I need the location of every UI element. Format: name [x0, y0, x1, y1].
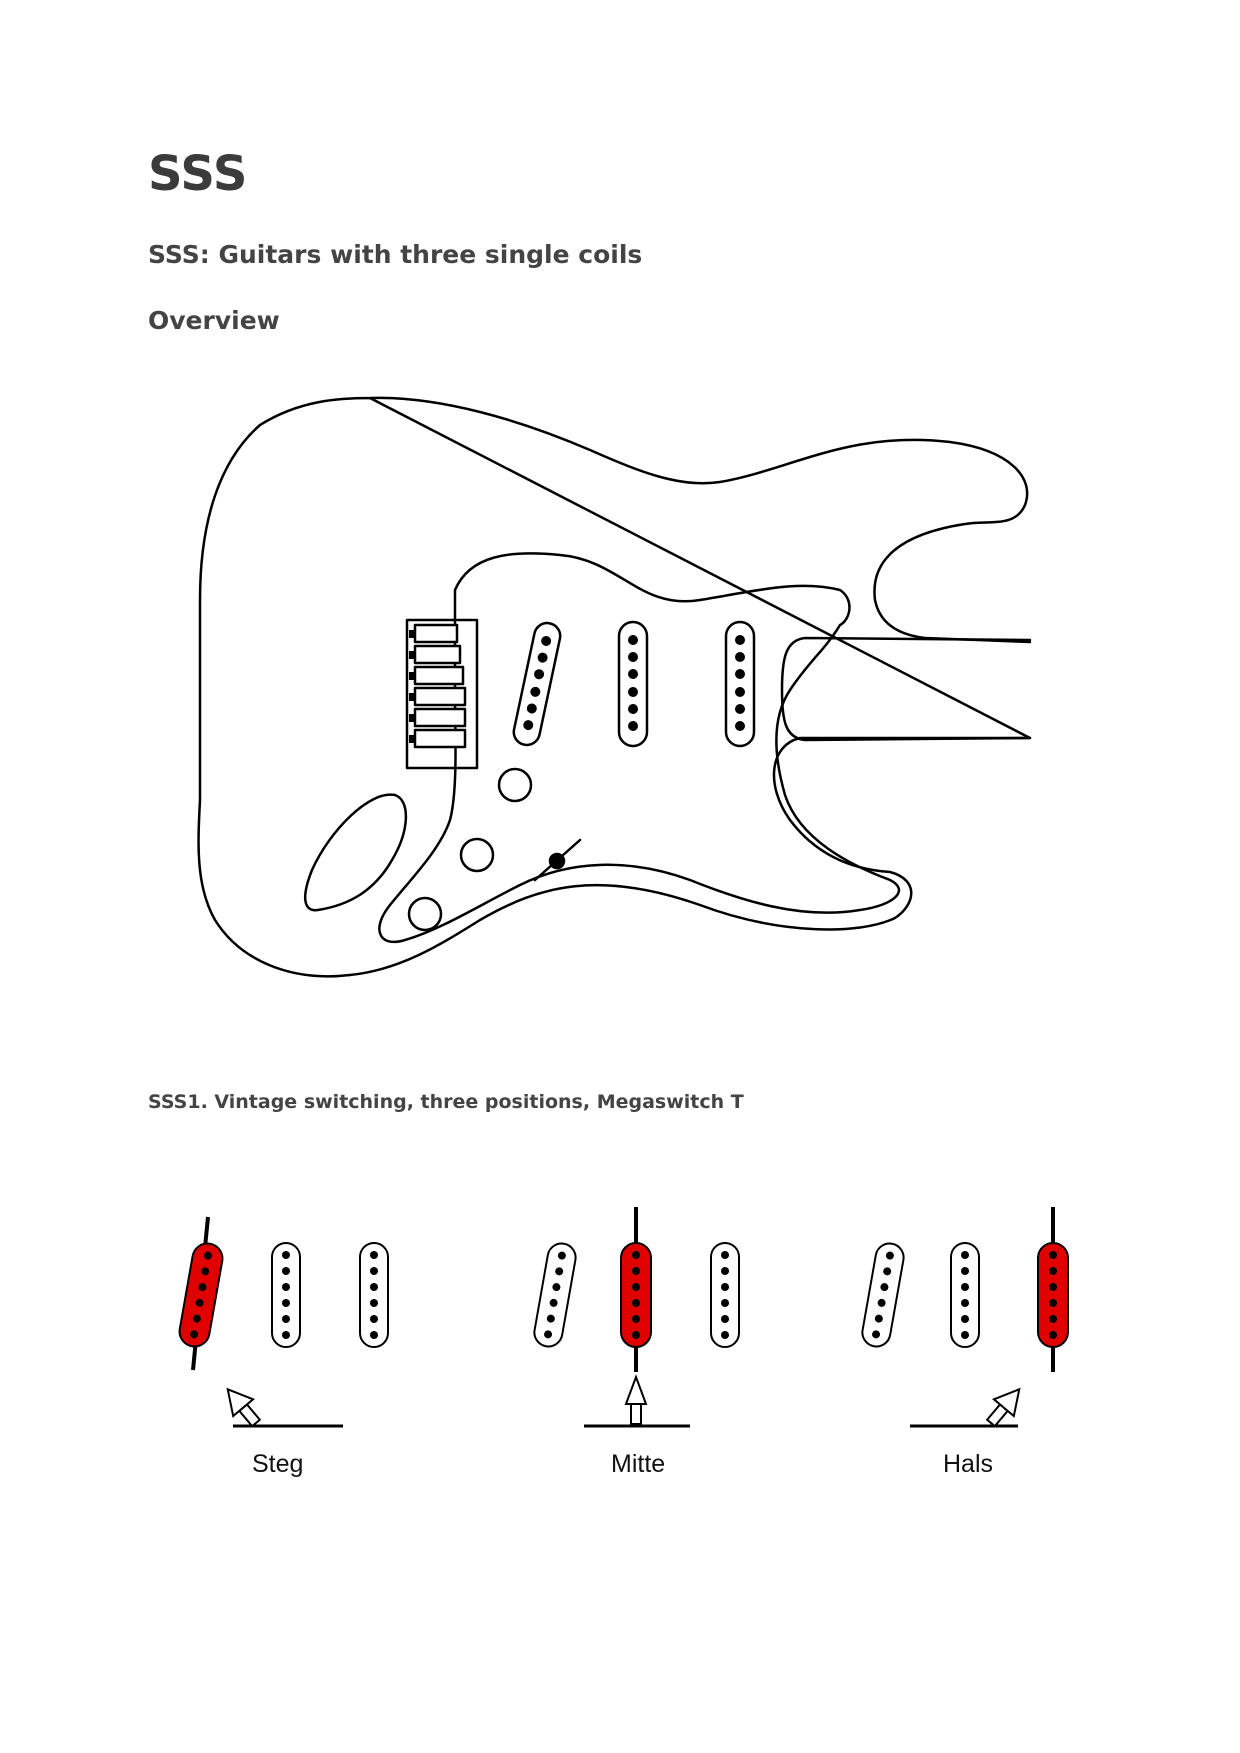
- hals-bridge-pickup: [861, 1242, 905, 1348]
- mitte-label: Mitte: [611, 1450, 665, 1478]
- bridge-pickup: [512, 621, 562, 747]
- position-mitte: Mitte: [533, 1207, 740, 1478]
- page-title: SSS: [148, 146, 248, 202]
- hals-lever-icon: [985, 1387, 1021, 1428]
- hals-middle-pickup: [950, 1242, 980, 1348]
- mitte-lever-icon: [624, 1374, 648, 1425]
- middle-pickup: [617, 620, 649, 748]
- neck-pickup: [724, 620, 756, 748]
- guitar-neck: [780, 636, 1032, 742]
- contour-cutout: [303, 793, 408, 912]
- hals-neck-pickup-active: [1037, 1242, 1069, 1348]
- tone-knob-icon: [459, 837, 495, 873]
- pickguard: [378, 552, 901, 943]
- position-hals: Hals: [861, 1207, 1069, 1478]
- steg-bridge-pickup-active: [178, 1242, 224, 1348]
- overview-heading: Overview: [148, 306, 280, 335]
- mitte-bridge-pickup: [533, 1242, 577, 1348]
- bridge-plate: [405, 618, 479, 770]
- switch-positions-diagram: Steg Mitte: [178, 1207, 1069, 1478]
- mitte-middle-pickup-active: [620, 1242, 652, 1348]
- steg-middle-pickup: [271, 1242, 301, 1348]
- steg-label: Steg: [252, 1450, 303, 1478]
- position-steg: Steg: [178, 1216, 389, 1478]
- hals-label: Hals: [943, 1450, 993, 1478]
- steg-neck-pickup: [359, 1242, 389, 1348]
- steg-lever-icon: [226, 1387, 262, 1428]
- mitte-neck-pickup: [710, 1242, 740, 1348]
- wiring-caption: SSS1. Vintage switching, three positions…: [148, 1091, 744, 1113]
- page-subtitle: SSS: Guitars with three single coils: [148, 240, 643, 269]
- guitar-body-outline: [197, 396, 1032, 978]
- guitar-body-illustration: [197, 396, 1032, 978]
- tone-knob-2-icon: [407, 896, 443, 932]
- volume-knob-icon: [497, 767, 533, 803]
- selector-switch-icon: [533, 838, 582, 882]
